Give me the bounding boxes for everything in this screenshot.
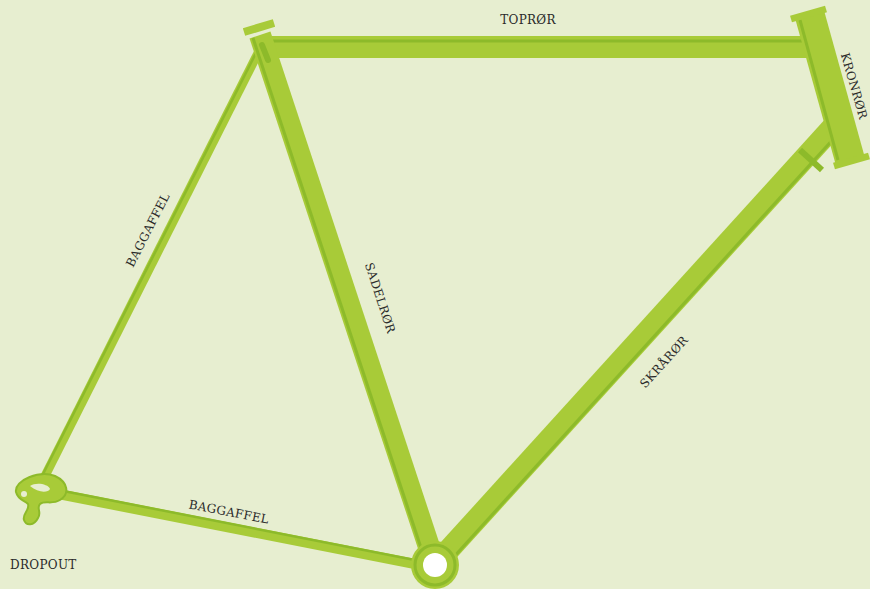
top-tube [262,36,815,58]
seat-tube-cap [244,23,274,32]
seat-stay-shade [40,47,259,480]
tube-label: TOPRØR [500,14,556,26]
chain-stay-shade [48,488,425,562]
head-tube-cap-bottom [834,156,869,166]
seat-tube [260,35,435,565]
head-tube-shade [800,20,838,160]
bottom-bracket [411,541,459,589]
dropout-eyelet [21,491,27,497]
bottom-bracket-ring [415,545,455,585]
seat-stay [42,45,262,482]
head-tube [810,16,850,160]
chain-stay [48,492,425,566]
seat-tube-shade [253,38,427,566]
down-tube-lug [800,150,822,170]
dropout-slot [30,484,50,492]
dropout-plate [16,474,66,524]
part-label: DROPOUT [10,559,77,571]
top-tube-shade [270,40,812,43]
bottom-bracket-hole [423,553,447,577]
seat-clamp [262,45,268,60]
tube-label: SADELRØR [363,261,397,335]
head-tube-cap-top [791,9,826,19]
down-tube [435,128,832,565]
down-tube-shade [441,136,836,571]
